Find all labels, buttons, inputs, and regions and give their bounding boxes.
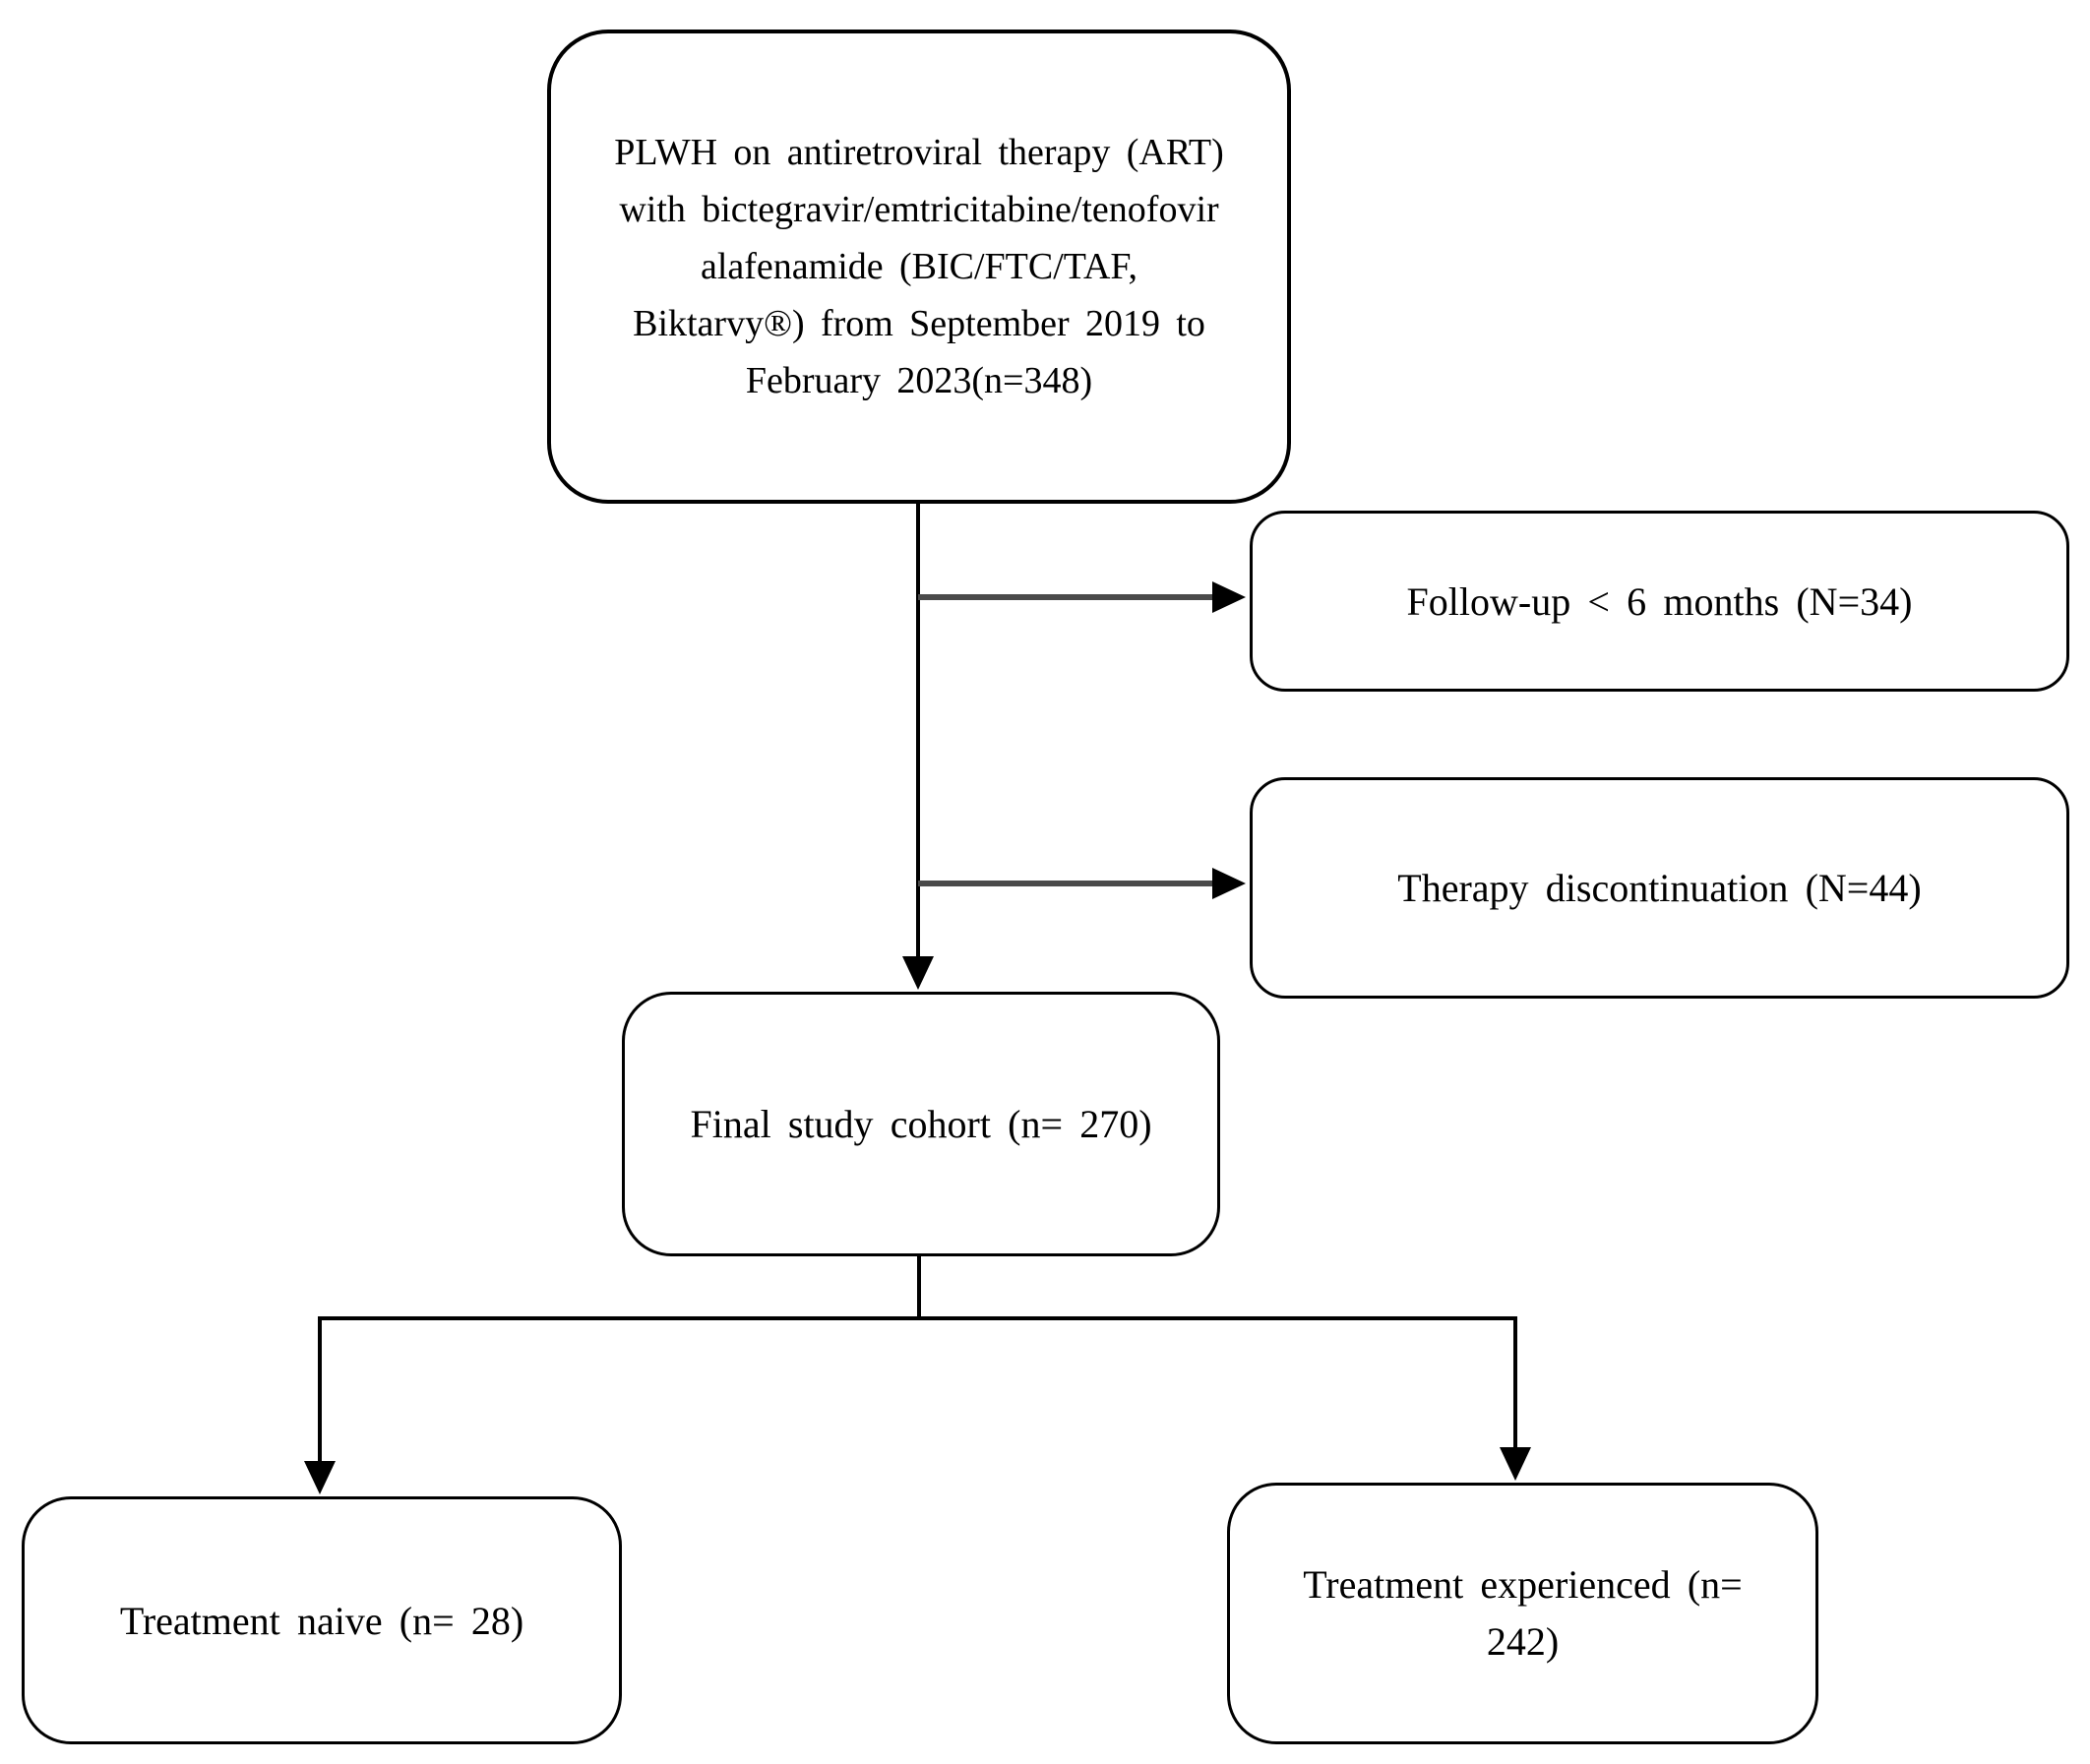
edge-source-to-followup	[918, 581, 1246, 613]
edge-source-to-discontinuation	[918, 868, 1246, 899]
node-treatment-experienced: Treatment experienced (n= 242)	[1227, 1483, 1818, 1744]
node-source-line: February 2023(n=348)	[745, 360, 1093, 401]
edge-final-to-naive-line	[318, 1256, 921, 1466]
node-source-line: with bictegravir/emtricitabine/tenofovir	[619, 189, 1219, 230]
node-treatment-experienced-line: 242)	[1486, 1619, 1560, 1664]
node-final-cohort-label: Final study cohort (n= 270)	[690, 1102, 1152, 1146]
node-source-line: Biktarvy®) from September 2019 to	[633, 303, 1205, 344]
arrowhead-down-icon	[304, 1461, 336, 1494]
node-treatment-naive: Treatment naive (n= 28)	[22, 1496, 622, 1744]
arrowhead-right-icon	[1212, 868, 1246, 899]
edge-source-to-final	[902, 504, 934, 990]
node-excluded-discontinuation: Therapy discontinuation (N=44)	[1250, 777, 2069, 999]
node-source-line: PLWH on antiretroviral therapy (ART)	[614, 132, 1224, 173]
node-final-cohort: Final study cohort (n= 270)	[622, 992, 1220, 1256]
node-source-line: alafenamide (BIC/FTC/TAF,	[700, 246, 1137, 287]
edge-final-to-naive	[304, 1256, 921, 1494]
node-excluded-followup-label: Follow-up < 6 months (N=34)	[1406, 578, 1913, 624]
arrowhead-right-icon	[1212, 581, 1246, 613]
node-source-population: PLWH on antiretroviral therapy (ART) wit…	[547, 30, 1291, 504]
edge-final-to-experienced	[919, 1316, 1531, 1481]
arrowhead-down-icon	[902, 956, 934, 990]
arrowhead-down-icon	[1500, 1447, 1531, 1481]
node-treatment-naive-label: Treatment naive (n= 28)	[119, 1598, 524, 1643]
node-treatment-experienced-line: Treatment experienced (n=	[1303, 1562, 1743, 1607]
node-excluded-followup: Follow-up < 6 months (N=34)	[1250, 511, 2069, 692]
node-excluded-discontinuation-label: Therapy discontinuation (N=44)	[1397, 866, 1922, 910]
edge-final-to-experienced-line	[919, 1316, 1517, 1452]
